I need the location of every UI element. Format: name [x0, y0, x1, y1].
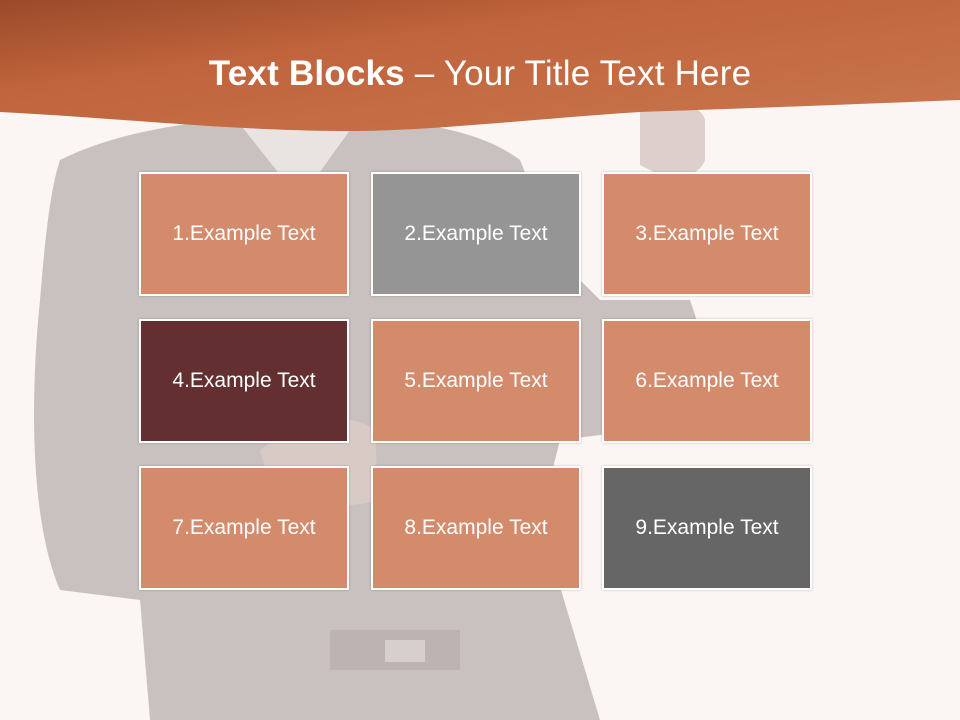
text-block-3[interactable]: 3.Example Text: [602, 172, 812, 296]
text-block-label: 2.Example Text: [404, 222, 548, 245]
text-block-label: 8.Example Text: [404, 516, 548, 539]
text-block-6[interactable]: 6.Example Text: [602, 319, 812, 443]
text-block-label: 6.Example Text: [635, 369, 779, 392]
text-block-4[interactable]: 4.Example Text: [139, 319, 349, 443]
text-block-9[interactable]: 9.Example Text: [602, 466, 812, 590]
text-block-7[interactable]: 7.Example Text: [139, 466, 349, 590]
text-block-label: 5.Example Text: [404, 369, 548, 392]
text-block-2[interactable]: 2.Example Text: [371, 172, 581, 296]
text-block-5[interactable]: 5.Example Text: [371, 319, 581, 443]
text-block-label: 4.Example Text: [172, 369, 316, 392]
text-block-label: 7.Example Text: [172, 516, 316, 539]
text-block-label: 9.Example Text: [635, 516, 779, 539]
title-bold: Text Blocks: [208, 54, 405, 93]
text-block-label: 3.Example Text: [635, 222, 779, 245]
text-block-1[interactable]: 1.Example Text: [139, 172, 349, 296]
slide-title: Text Blocks – Your Title Text Here: [0, 54, 960, 94]
text-block-label: 1.Example Text: [172, 222, 316, 245]
title-rest: Your Title Text Here: [443, 54, 752, 93]
header-band: [0, 0, 960, 132]
title-dash: –: [404, 54, 444, 93]
text-block-8[interactable]: 8.Example Text: [371, 466, 581, 590]
